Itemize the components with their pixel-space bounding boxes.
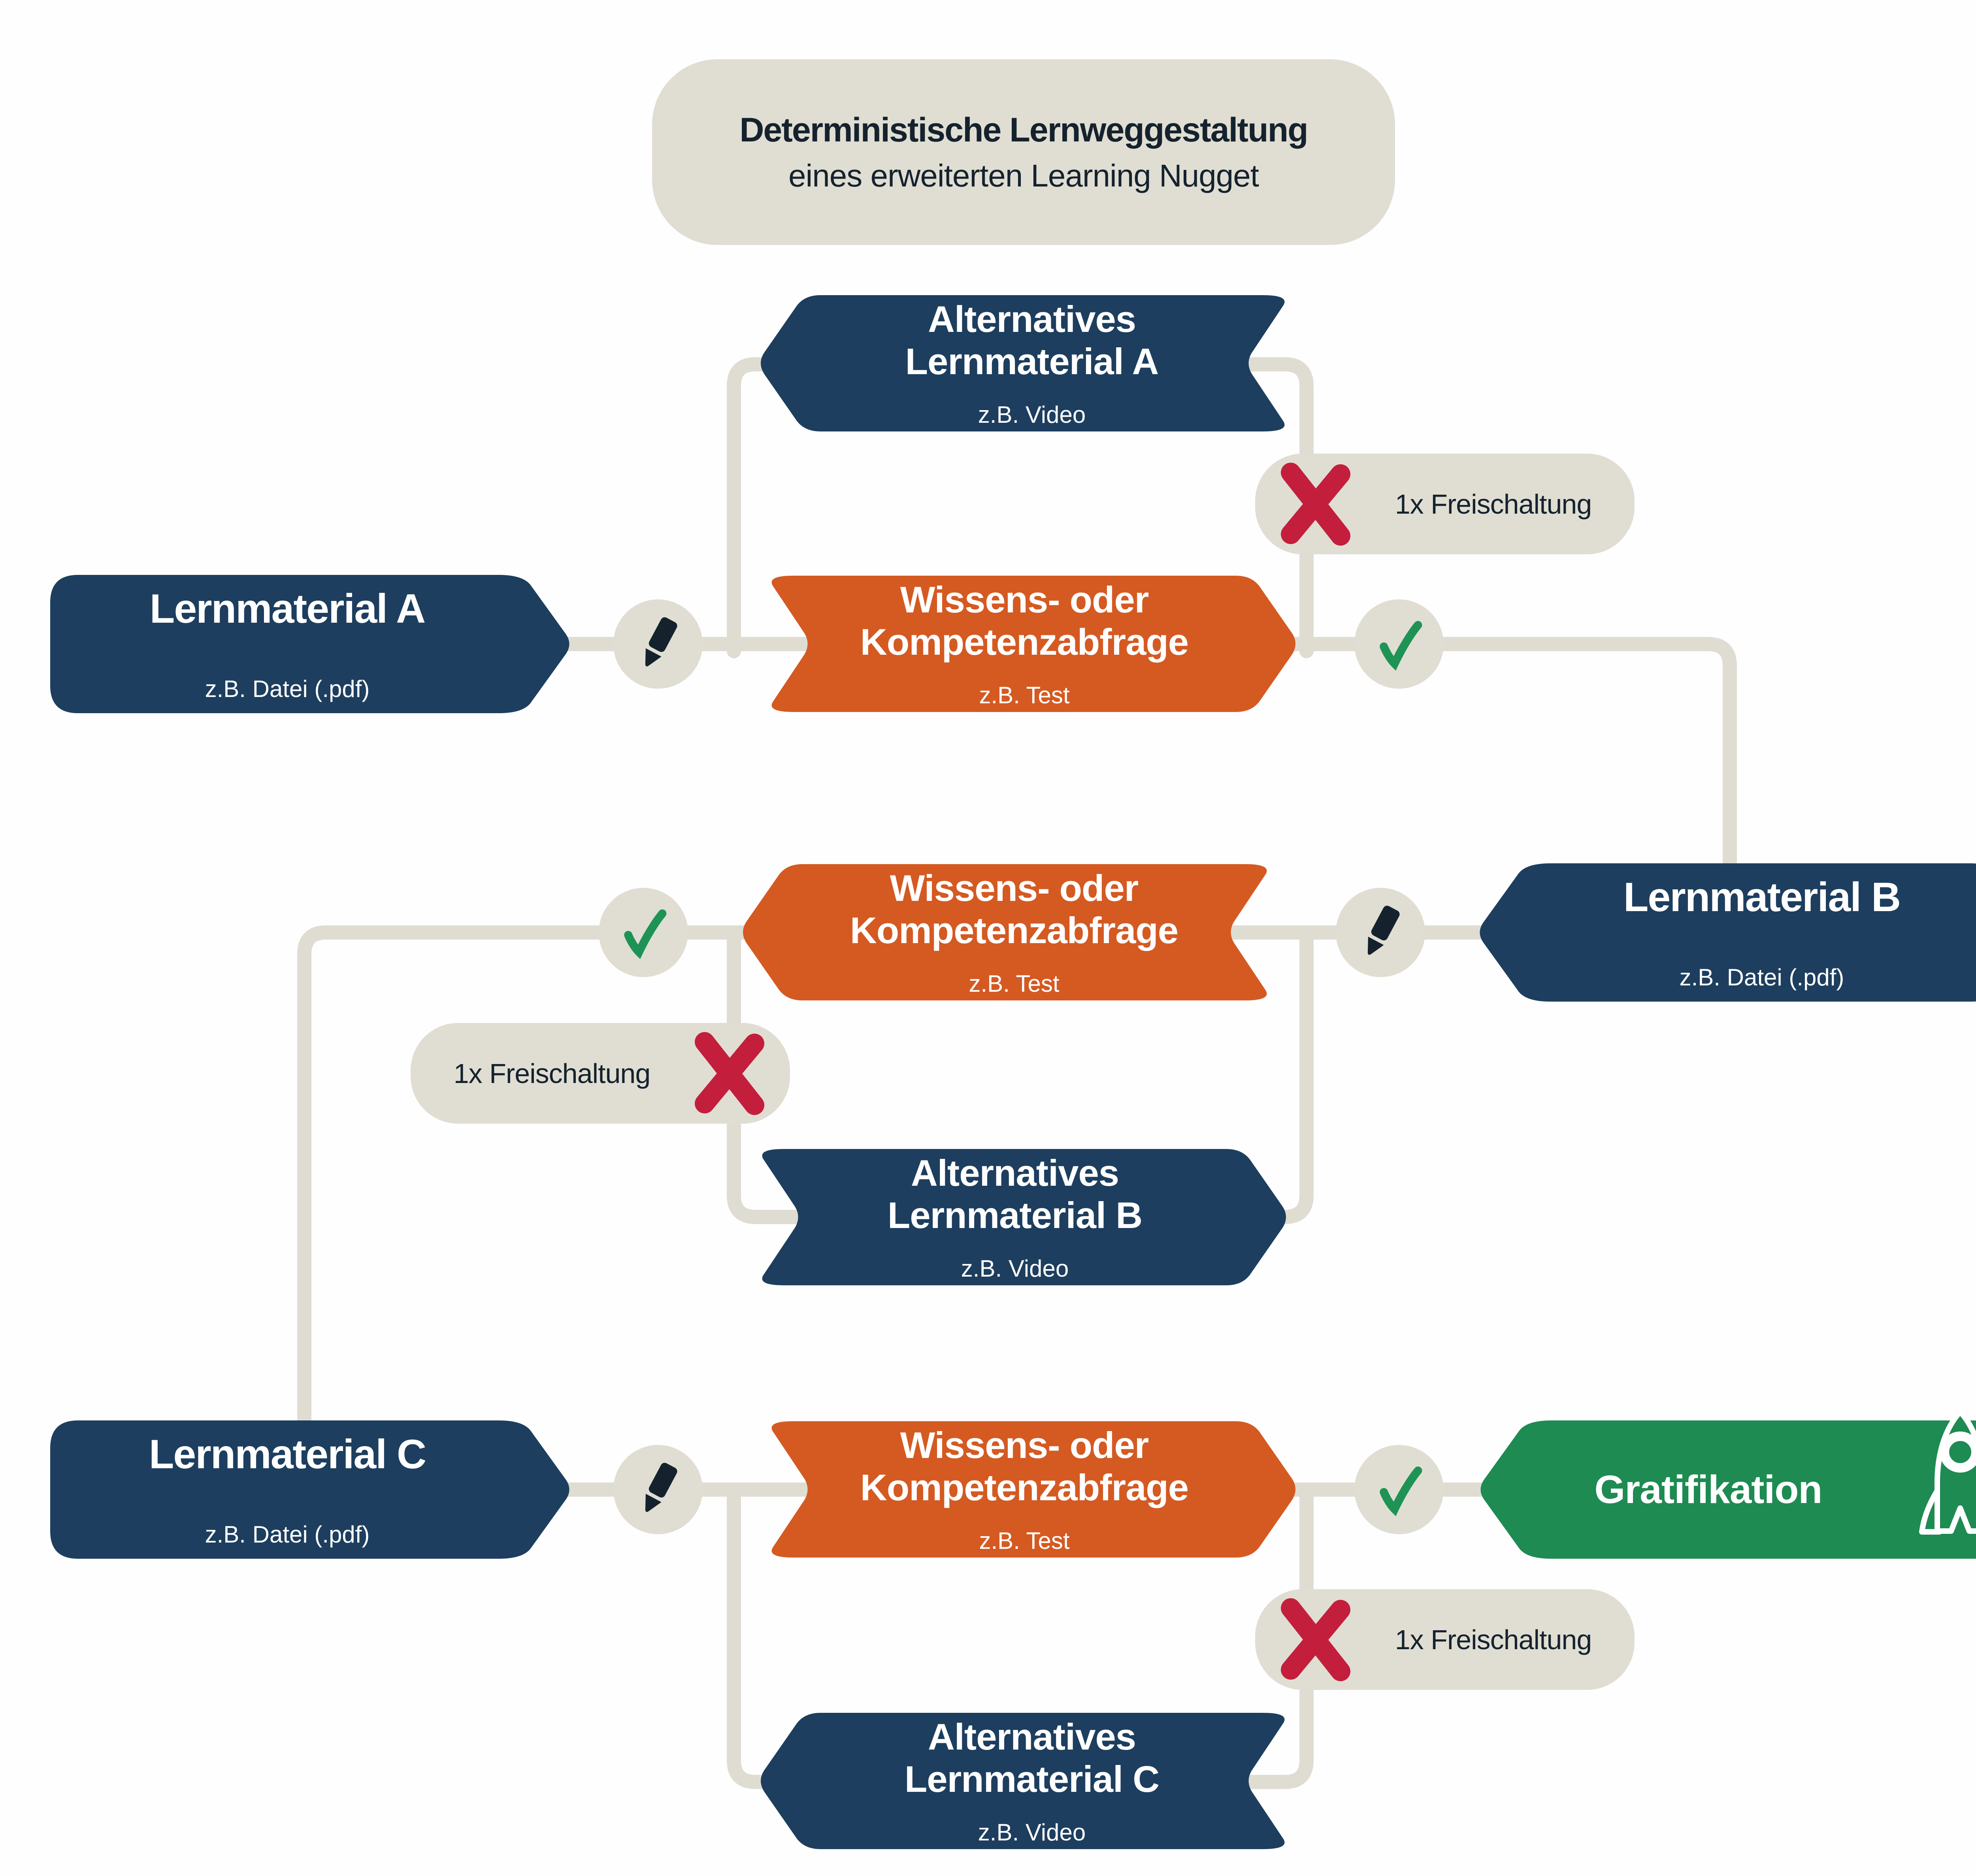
node-title: Lernmaterial A: [149, 586, 426, 632]
node-line1: Wissens- oder: [890, 867, 1139, 909]
check-icon: [1380, 1466, 1422, 1516]
pass-step-a: [1354, 599, 1444, 689]
badge-label: 1x Freischaltung: [1395, 488, 1592, 520]
diagram-title-line2: eines erweiterten Learning Nugget: [788, 158, 1259, 193]
edit-step-a: [613, 599, 703, 689]
node-subtitle: z.B. Video: [978, 401, 1086, 428]
node-subtitle: z.B. Datei (.pdf): [205, 676, 370, 703]
node-subtitle: z.B. Video: [961, 1255, 1069, 1282]
node-shape: [762, 1149, 1286, 1285]
badge-label: 1x Freischaltung: [453, 1058, 651, 1089]
node-shape: [50, 575, 569, 713]
node-test-b: Wissens- oder Kompetenzabfrage z.B. Test: [739, 864, 1273, 1000]
node-gratifikation: Gratifikation: [1474, 1420, 1976, 1559]
node-subtitle: z.B. Video: [978, 1819, 1086, 1846]
diagram-title-line1: Deterministische Lernweggestaltung: [739, 111, 1308, 149]
pass-step-c: [1354, 1445, 1444, 1534]
pencil-icon: [1367, 906, 1400, 955]
node-lernmaterial-b: Lernmaterial B z.B. Datei (.pdf): [1473, 863, 1976, 1002]
connector-row2-loop-right: [1254, 931, 1314, 1224]
node-shape: [1480, 1420, 1976, 1559]
node-subtitle: z.B. Test: [979, 1528, 1070, 1554]
node-alternatives-a: Alternatives Lernmaterial A z.B. Video: [757, 295, 1291, 431]
node-subtitle: z.B. Datei (.pdf): [205, 1521, 370, 1548]
badge-unlock-c: 1x Freischaltung: [1255, 1589, 1635, 1690]
node-shape: [50, 1420, 569, 1559]
node-alternatives-c: Alternatives Lernmaterial C z.B. Video: [757, 1713, 1291, 1849]
badge-unlock-a: 1x Freischaltung: [1255, 454, 1635, 554]
edit-step-b: [1336, 888, 1425, 977]
pass-step-b: [599, 888, 688, 977]
node-title: Lernmaterial B: [1623, 874, 1901, 920]
connector-row1-main: [546, 637, 1737, 874]
check-icon: [1380, 621, 1422, 671]
node-line1: Alternatives: [911, 1152, 1119, 1194]
node-test-c: Wissens- oder Kompetenzabfrage z.B. Test: [766, 1421, 1299, 1558]
node-lernmaterial-a: Lernmaterial A z.B. Datei (.pdf): [50, 575, 576, 713]
node-line1: Alternatives: [928, 298, 1136, 340]
rocket-icon: [1919, 1409, 1976, 1535]
node-line1: Wissens- oder: [900, 1424, 1149, 1466]
edit-step-c: [613, 1445, 703, 1534]
pencil-icon: [645, 1463, 677, 1512]
node-line2: Kompetenzabfrage: [850, 910, 1178, 951]
node-shape: [761, 295, 1285, 431]
cross-icon: [695, 1032, 764, 1115]
connector-row2-main: [297, 925, 1493, 1431]
node-shape: [771, 1421, 1295, 1558]
node-line1: Wissens- oder: [900, 579, 1149, 621]
node-title: Lernmaterial C: [149, 1431, 426, 1477]
node-line2: Lernmaterial B: [887, 1194, 1143, 1236]
node-subtitle: z.B. Test: [979, 682, 1070, 709]
diagram-title: Deterministische Lernweggestaltung eines…: [652, 59, 1395, 245]
node-shape: [761, 1713, 1285, 1849]
node-subtitle: z.B. Datei (.pdf): [1679, 964, 1844, 991]
badge-label: 1x Freischaltung: [1395, 1624, 1592, 1655]
node-line2: Kompetenzabfrage: [860, 1467, 1189, 1509]
check-icon: [624, 909, 667, 959]
connector-row2-loop-left: [727, 931, 807, 1224]
node-line2: Kompetenzabfrage: [860, 621, 1189, 663]
node-title: Gratifikation: [1594, 1467, 1823, 1512]
node-shape: [743, 864, 1267, 1000]
connector-row3-loop-left: [727, 1490, 788, 1789]
node-alternatives-b: Alternatives Lernmaterial B z.B. Video: [756, 1149, 1290, 1285]
node-lernmaterial-c: Lernmaterial C z.B. Datei (.pdf): [50, 1420, 576, 1559]
connector-row3-loop-right: [1236, 1490, 1314, 1789]
node-line1: Alternatives: [928, 1716, 1136, 1758]
node-shape: [771, 576, 1295, 712]
badge-unlock-b: 1x Freischaltung: [411, 1023, 790, 1124]
node-line2: Lernmaterial A: [905, 341, 1159, 382]
node-test-a: Wissens- oder Kompetenzabfrage z.B. Test: [766, 576, 1299, 712]
node-line2: Lernmaterial C: [904, 1758, 1160, 1800]
connector-row1-loop-right: [1236, 357, 1314, 658]
node-shape: [1480, 863, 1976, 1002]
cross-icon: [1281, 463, 1350, 546]
connector-row1-loop-left: [727, 357, 788, 658]
node-subtitle: z.B. Test: [969, 970, 1060, 997]
pencil-icon: [645, 617, 677, 667]
cross-icon: [1281, 1598, 1350, 1681]
